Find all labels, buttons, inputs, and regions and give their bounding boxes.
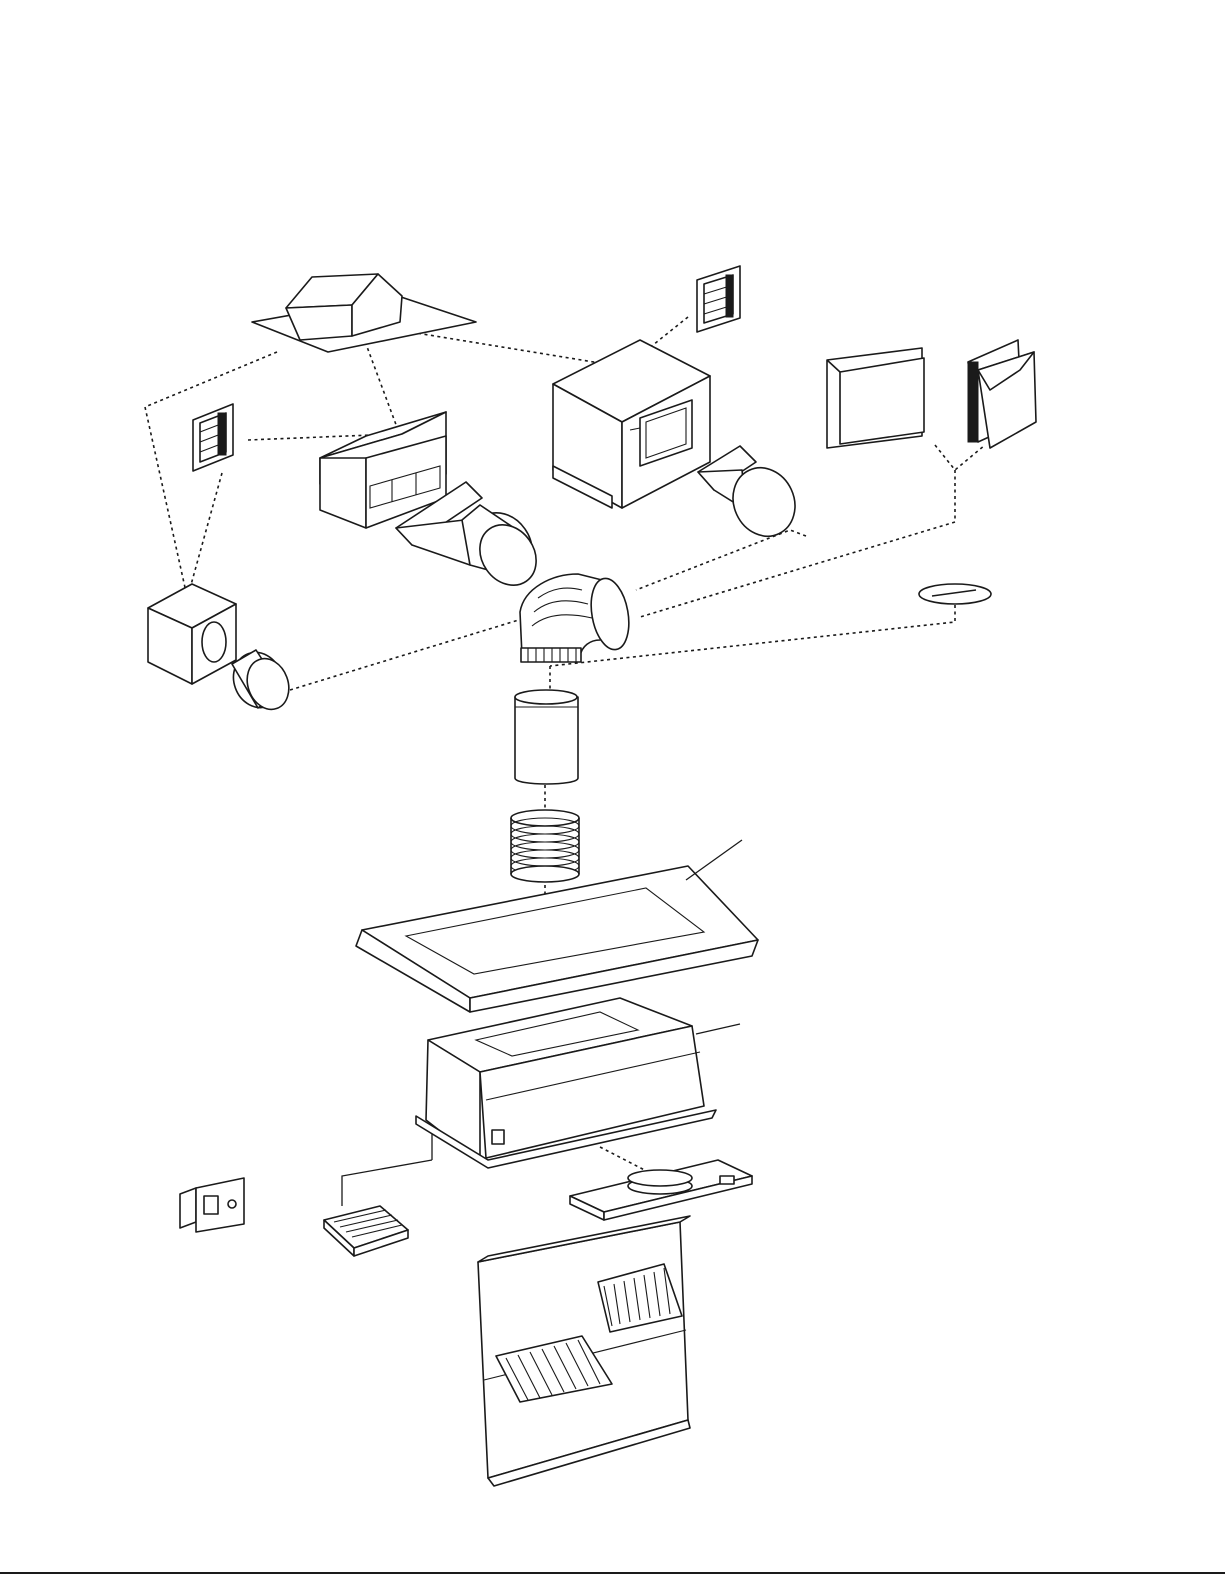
footer-rule [0,1572,1225,1574]
blower-box-icon [148,584,296,715]
roof-cap-icon [252,274,476,352]
blower-box-icon [553,340,710,508]
elbow-icon [520,574,634,662]
louver-icon [697,266,740,332]
hood-shell-icon [478,1216,690,1486]
louver-icon [193,404,233,471]
pipe-icon [515,690,578,784]
lead-louver-to-smallbox [189,473,222,592]
flex-duct-icon [511,810,579,882]
wall-plate-icon [827,348,924,448]
insert-icon [416,998,740,1168]
filter-icon [324,1160,432,1256]
hood-cap-icon [968,340,1036,448]
lead-smallbox-to-elbow [290,615,535,690]
duct-transition-icon [698,446,806,546]
damper-icon [919,584,991,604]
lead-roofcap-to-smallbox [145,352,277,592]
lead-louver-to-rectblower [248,435,372,440]
lead-roofcap-to-rectblower [363,336,398,430]
lead-transitionR-to-elbow [636,530,806,590]
plate-icon [570,1160,752,1220]
switch-panel-icon [180,1178,244,1232]
